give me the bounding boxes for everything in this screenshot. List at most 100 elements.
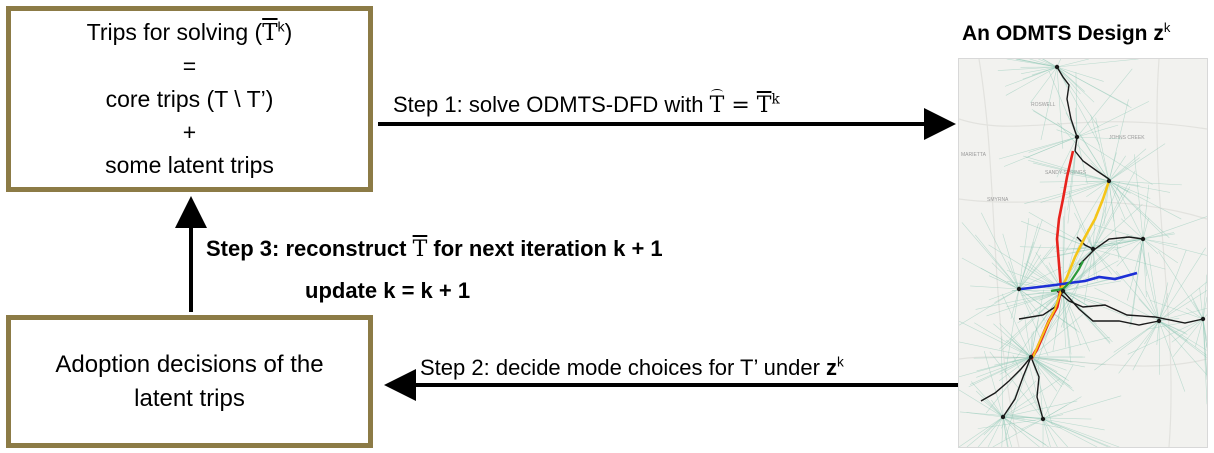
route-red xyxy=(1055,150,1075,290)
shuttle-fan-line xyxy=(1062,206,1066,292)
stop-marker xyxy=(1074,134,1080,140)
shuttle-fan-line xyxy=(1042,418,1058,448)
shuttle-fan-line xyxy=(1018,245,1054,290)
shuttle-fan-line xyxy=(1042,396,1082,420)
shuttle-fan-line xyxy=(1055,238,1144,252)
shuttle-fan-line xyxy=(1120,218,1144,240)
shuttle-fan-line xyxy=(1147,252,1160,322)
shuttle-fan-line xyxy=(974,322,1032,358)
shuttle-fan-line xyxy=(1030,66,1058,103)
shuttle-fan-line xyxy=(1108,180,1182,220)
shuttle-fan-line xyxy=(1060,180,1110,189)
shuttle-fan-line xyxy=(1018,58,1058,68)
shuttle-fan-line xyxy=(1030,331,1034,358)
shuttle-fan-line xyxy=(1018,254,1041,290)
shuttle-fan-line xyxy=(1068,192,1094,250)
shuttle-fan-line xyxy=(999,356,1032,375)
shuttle-fan-line xyxy=(1057,122,1110,182)
shuttle-fan-line xyxy=(1056,66,1104,82)
shuttle-fan-line xyxy=(1018,288,1036,318)
shuttle-fan-line xyxy=(1030,356,1058,373)
shuttle-fan-line xyxy=(1112,238,1144,251)
shuttle-fan-line xyxy=(1115,248,1160,322)
map-label-marietta: MARIETTA xyxy=(961,152,987,158)
shuttle-fan-line xyxy=(1042,418,1068,448)
shuttle-fan-line xyxy=(1158,320,1208,351)
shuttle-fan-line xyxy=(1042,395,1122,420)
shuttle-fan-line xyxy=(1002,416,1018,433)
shuttle-fan-line xyxy=(1070,248,1094,271)
trips-for-solving-box: Trips for solving (Tk) = core trips (T \… xyxy=(6,6,373,192)
shuttle-fan-line xyxy=(1142,184,1150,240)
shuttle-fan-line xyxy=(1024,262,1064,292)
shuttle-fan-line xyxy=(958,389,1004,418)
shuttle-fan-line xyxy=(1002,416,1025,420)
shuttle-fan-line xyxy=(1062,290,1089,307)
step3-label-line1: Step 3: reconstruct T for next iteration… xyxy=(206,236,663,262)
adoption-line-1: Adoption decisions of the xyxy=(55,350,324,378)
shuttle-fan-line xyxy=(1195,318,1204,347)
route-green xyxy=(1050,260,1084,293)
shuttle-fan-line xyxy=(1056,66,1064,149)
shuttle-fan-line xyxy=(1076,68,1133,138)
step1-label: Step 1: solve ODMTS-DFD with T = Tk xyxy=(393,89,780,118)
shuttle-fan-line xyxy=(1142,238,1178,246)
shuttle-fan-line xyxy=(1048,71,1078,138)
shuttle-fan-line xyxy=(970,381,1004,418)
shuttle-fan-line xyxy=(992,418,1044,448)
shuttle-fan-line xyxy=(991,399,1004,418)
shuttle-fan-line xyxy=(1142,238,1159,255)
shuttle-fan-line xyxy=(1142,238,1147,297)
shuttle-fan-line xyxy=(958,356,1032,378)
shuttle-fan-line xyxy=(986,290,1064,317)
shuttle-fan-line xyxy=(983,350,1004,418)
shuttle-fan-line xyxy=(988,288,1020,301)
shuttle-fan-line xyxy=(1090,162,1110,182)
shuttle-fan-line xyxy=(1062,226,1097,292)
shuttle-fan-line xyxy=(1158,247,1206,322)
shuttle-fan-line xyxy=(975,234,1020,290)
shuttle-fan-line xyxy=(1158,320,1188,342)
shuttle-fan-line xyxy=(958,341,1032,358)
shuttle-fan-line xyxy=(975,390,1004,418)
shuttle-fan-line xyxy=(1042,364,1074,420)
shuttle-fan-line xyxy=(1062,260,1119,292)
core-trips-text: core trips (T \ T’) xyxy=(105,86,274,112)
shuttle-fan-line xyxy=(1042,418,1111,448)
shuttle-fan-line xyxy=(1142,238,1178,264)
shuttle-fan-line xyxy=(999,323,1032,358)
shuttle-fan-line xyxy=(1158,320,1186,392)
stop-marker xyxy=(1060,288,1066,294)
shuttle-fan-line xyxy=(1092,170,1136,250)
shuttle-fan-line xyxy=(1029,58,1058,68)
shuttle-fan-line xyxy=(1031,275,1064,292)
shuttle-fan-line xyxy=(1150,299,1204,320)
shuttle-fan-line xyxy=(1018,243,1059,290)
stop-marker xyxy=(1200,316,1206,322)
t-bar-symbol: T xyxy=(756,93,772,118)
shuttle-fan-line xyxy=(1108,180,1163,235)
design-title: An ODMTS Design zk xyxy=(962,20,1171,45)
shuttle-fan-line xyxy=(1030,356,1073,389)
shuttle-fan-line xyxy=(1006,290,1064,308)
shuttle-fan-line xyxy=(1065,180,1110,199)
shuttle-fan-line xyxy=(1002,416,1012,448)
shuttle-fan-line xyxy=(1092,186,1131,250)
shuttle-fan-line xyxy=(1024,180,1110,204)
shuttle-fan-line xyxy=(1094,238,1144,243)
shuttle-fan-line xyxy=(1108,99,1129,182)
shuttle-fan-line xyxy=(1002,380,1037,418)
shuttle-fan-line xyxy=(1040,180,1110,203)
shuttle-fan-line xyxy=(1002,416,1008,448)
shuttle-fan-line xyxy=(1056,136,1078,178)
shuttle-fan-line xyxy=(1092,206,1107,250)
adoption-decisions-box: Adoption decisions of the latent trips xyxy=(6,315,373,448)
shuttle-fan-line xyxy=(1158,281,1208,322)
t-hat-symbol: T xyxy=(709,89,725,118)
shuttle-fan-line xyxy=(1018,241,1035,290)
shuttle-fan-line xyxy=(1064,180,1110,254)
shuttle-fan-line xyxy=(997,66,1058,71)
shuttle-fan-line xyxy=(1018,288,1063,297)
shuttle-fan-line xyxy=(1060,248,1094,328)
